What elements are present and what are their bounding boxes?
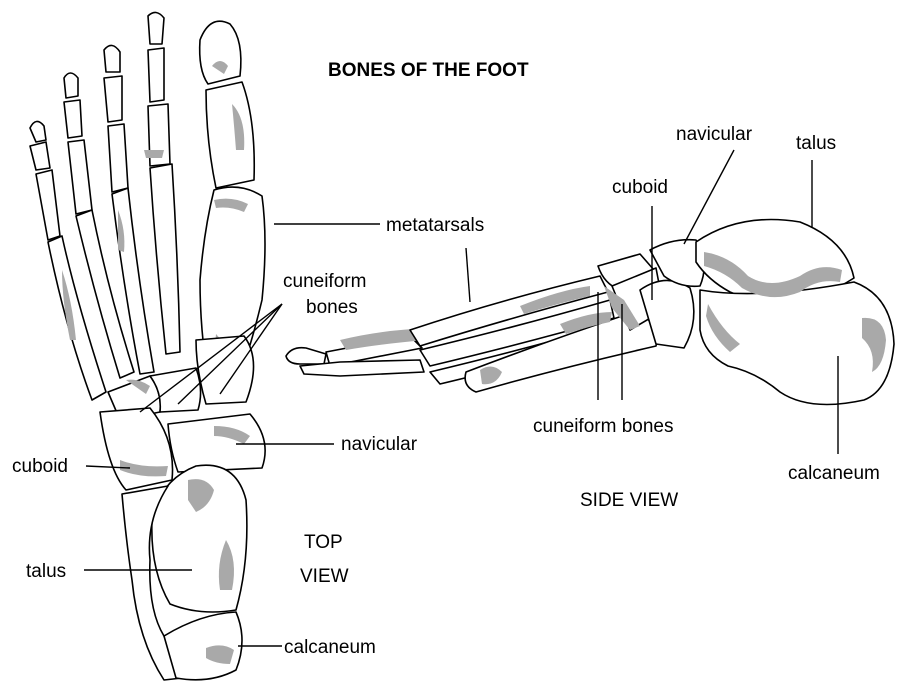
navicular-top <box>168 414 265 472</box>
side-view-caption: SIDE VIEW <box>580 490 678 511</box>
side-view-foot <box>286 220 894 405</box>
top-tarsals <box>100 336 265 680</box>
medial-cuneiform-top <box>196 336 254 404</box>
label-navicular-top: navicular <box>341 434 418 455</box>
cuboid-top <box>100 408 173 490</box>
top-view-caption-line2: VIEW <box>300 566 349 587</box>
top-view-caption-line1: TOP <box>304 532 343 553</box>
label-navicular-side: navicular <box>676 124 753 145</box>
label-cuneiform-line2: bones <box>306 297 358 318</box>
side-tarsals <box>598 220 894 405</box>
toe-2-phalanges <box>148 12 170 166</box>
label-talus-side: talus <box>796 133 836 154</box>
diagram-title: BONES OF THE FOOT <box>328 60 529 81</box>
label-talus-top: talus <box>26 561 66 582</box>
label-cuneiform-bones-side: cuneiform bones <box>533 416 673 437</box>
label-calcaneum-top: calcaneum <box>284 637 376 658</box>
big-toe-phalanges <box>200 21 255 188</box>
label-cuboid-top: cuboid <box>12 456 68 477</box>
toe-3-phalanges <box>104 45 128 192</box>
side-phalanges <box>286 328 430 376</box>
label-metatarsals: metatarsals <box>386 215 484 236</box>
label-cuneiform-line1: cuneiform <box>283 271 366 292</box>
toe-4-phalanges <box>64 73 92 214</box>
toe-5-phalanges <box>30 121 60 240</box>
calcaneum-heel-top <box>164 612 242 680</box>
label-cuboid-side: cuboid <box>612 177 668 198</box>
label-calcaneum-side: calcaneum <box>788 463 880 484</box>
leader-metatarsals-side <box>466 248 470 302</box>
